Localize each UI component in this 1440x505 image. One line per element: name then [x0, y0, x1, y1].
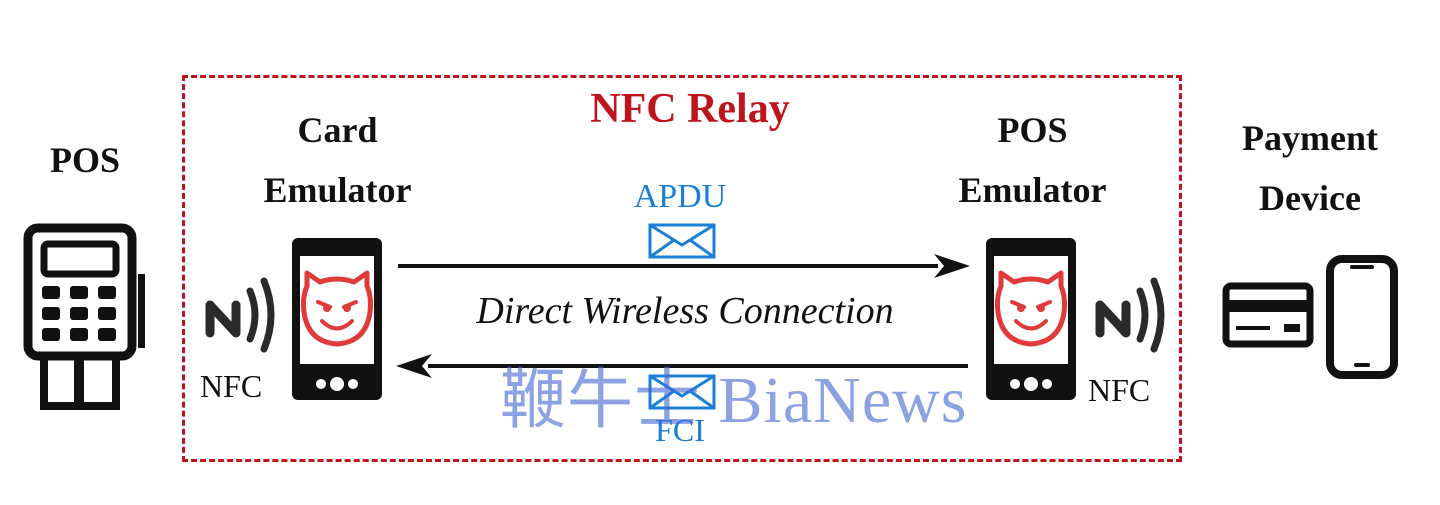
pos-emulator-title-line2: Emulator: [958, 170, 1107, 210]
devil-face-icon: [994, 270, 1068, 347]
devil-face-icon: [300, 270, 374, 347]
fci-label: FCI: [655, 412, 705, 448]
arrow-to-pos-emulator: [398, 254, 970, 278]
payment-device-title-line2: Device: [1259, 178, 1361, 218]
pos-emulator-title-line1: POS: [997, 110, 1068, 150]
nfc-relay-box: [182, 75, 1182, 462]
pos-terminal-icon: [23, 223, 145, 410]
nfc-waves-icon: [1095, 277, 1165, 353]
connection-label: Direct Wireless Connection: [476, 290, 894, 332]
watermark: 鞭牛士 BiaNews: [500, 364, 968, 437]
card-emulator-title-line2: Emulator: [263, 170, 412, 210]
nfc-label-left: NFC: [200, 368, 263, 404]
envelope-icon: [648, 374, 716, 410]
pos-title: POS: [49, 140, 120, 180]
card-emulator-phone-icon: [292, 238, 382, 400]
apdu-label: APDU: [633, 178, 727, 215]
nfc-waves-icon: [205, 277, 275, 353]
pos-emulator-phone-icon: [986, 238, 1076, 400]
relay-title: NFC Relay: [590, 86, 790, 132]
arrow-to-card-emulator: [396, 354, 968, 378]
nfc-label-right: NFC: [1088, 372, 1151, 408]
credit-card-icon: [1222, 282, 1314, 348]
envelope-icon: [648, 223, 716, 259]
smartphone-icon: [1326, 255, 1398, 379]
payment-device-title-line1: Payment: [1242, 118, 1378, 158]
card-emulator-title-line1: Card: [297, 110, 378, 150]
